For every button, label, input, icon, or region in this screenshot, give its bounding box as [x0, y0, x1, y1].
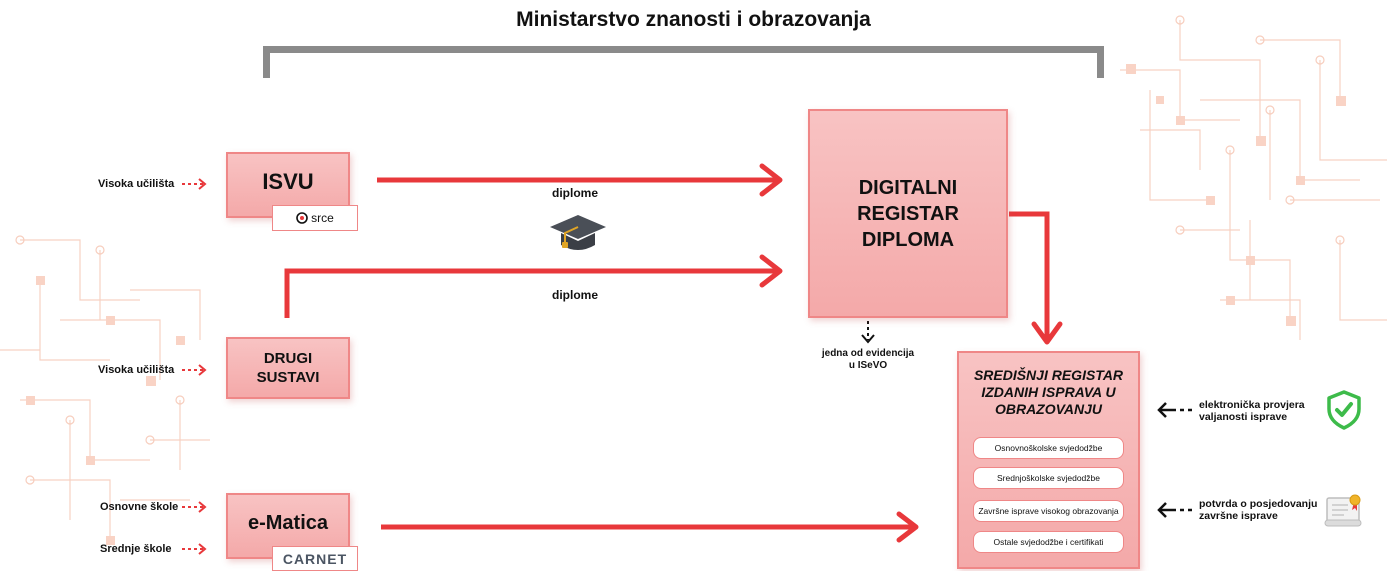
shield-check-icon: [1327, 390, 1361, 430]
circuit-background-left: [0, 235, 210, 545]
cert-text-line1: potvrda o posjedovanju: [1199, 498, 1318, 510]
ematica-label: e-Matica: [247, 511, 329, 534]
graduation-cap-icon: [550, 215, 606, 250]
arrow-ematica-to-registar: [381, 511, 919, 543]
cert-text: potvrda o posjedovanju završne isprave: [1199, 498, 1317, 522]
arrow-isvu-to-digitalni: [377, 163, 783, 197]
carnet-logo-text: CARNET: [282, 550, 348, 567]
ministry-bracket: [263, 46, 1104, 78]
digitalni-line3: DIPLOMA: [861, 228, 955, 251]
registar-item-ostale: Ostale svjedodžbe i certifikati: [973, 531, 1124, 553]
digitalni-line1: DIGITALNI: [858, 176, 958, 199]
source-visoka-ucilista-2: Visoka učilišta: [98, 364, 175, 376]
check-text-line2: valjanosti isprave: [1199, 411, 1288, 423]
isevo-note: jedna od evidencija u ISeVO: [812, 348, 924, 372]
registar-item-srednjoskolske: Srednjoškolske svjedodžbe: [973, 467, 1124, 489]
source-arrows: [182, 178, 207, 555]
drugi-sustavi-line1: DRUGI: [263, 350, 313, 367]
srce-logo: srce: [272, 205, 358, 231]
drugi-sustavi-line2: SUSTAVI: [256, 369, 320, 386]
isevo-note-line1: jedna od evidencija: [821, 348, 915, 359]
source-srednje-skole: Srednje škole: [100, 543, 172, 555]
arrow-cert-to-registar: [1157, 502, 1192, 518]
registar-title-line2: IZDANIH ISPRAVA U: [981, 384, 1116, 400]
source-visoka-ucilista-1: Visoka učilišta: [98, 178, 175, 190]
isevo-note-line2: u ISeVO: [848, 360, 888, 371]
source-osnovne-skole: Osnovne škole: [100, 501, 179, 513]
srce-logo-icon: [296, 212, 308, 224]
srce-logo-text: srce: [311, 211, 334, 225]
arrow-down-isevo: [861, 321, 875, 344]
page-title: Ministarstvo znanosti i obrazovanja: [516, 8, 871, 31]
isvu-label: ISVU: [262, 169, 314, 194]
registar-title-line1: SREDIŠNJI REGISTAR: [973, 367, 1124, 383]
carnet-logo: CARNET: [272, 546, 358, 571]
cert-text-line2: završne isprave: [1199, 510, 1278, 522]
certificate-icon: [1324, 494, 1362, 527]
registar-title-line3: OBRAZOVANJU: [994, 401, 1103, 417]
registar-item-osnovnoskolske: Osnovnoškolske svjedodžbe: [973, 437, 1124, 459]
digitalni-line2: REGISTAR: [857, 202, 959, 225]
drugi-sustavi-box: DRUGI SUSTAVI: [226, 337, 350, 399]
digitalni-registar-box: DIGITALNI REGISTAR DIPLOMA: [808, 109, 1008, 318]
arrow-check-to-registar: [1157, 402, 1192, 418]
registar-item-zavrsne-isprave: Završne isprave visokog obrazovanja: [973, 500, 1124, 522]
arrow-drugi-to-digitalni: [284, 254, 783, 318]
arrow-digitalni-to-registar: [1009, 211, 1063, 345]
diplome-label-1: diplome: [552, 186, 599, 200]
check-text-line1: elektronička provjera: [1199, 399, 1305, 411]
diplome-label-2: diplome: [552, 288, 599, 302]
check-text: elektronička provjera valjanosti isprave: [1199, 399, 1305, 423]
registar-title: SREDIŠNJI REGISTAR IZDANIH ISPRAVA U OBR…: [959, 367, 1138, 418]
sredisnji-registar-box: SREDIŠNJI REGISTAR IZDANIH ISPRAVA U OBR…: [957, 351, 1140, 569]
